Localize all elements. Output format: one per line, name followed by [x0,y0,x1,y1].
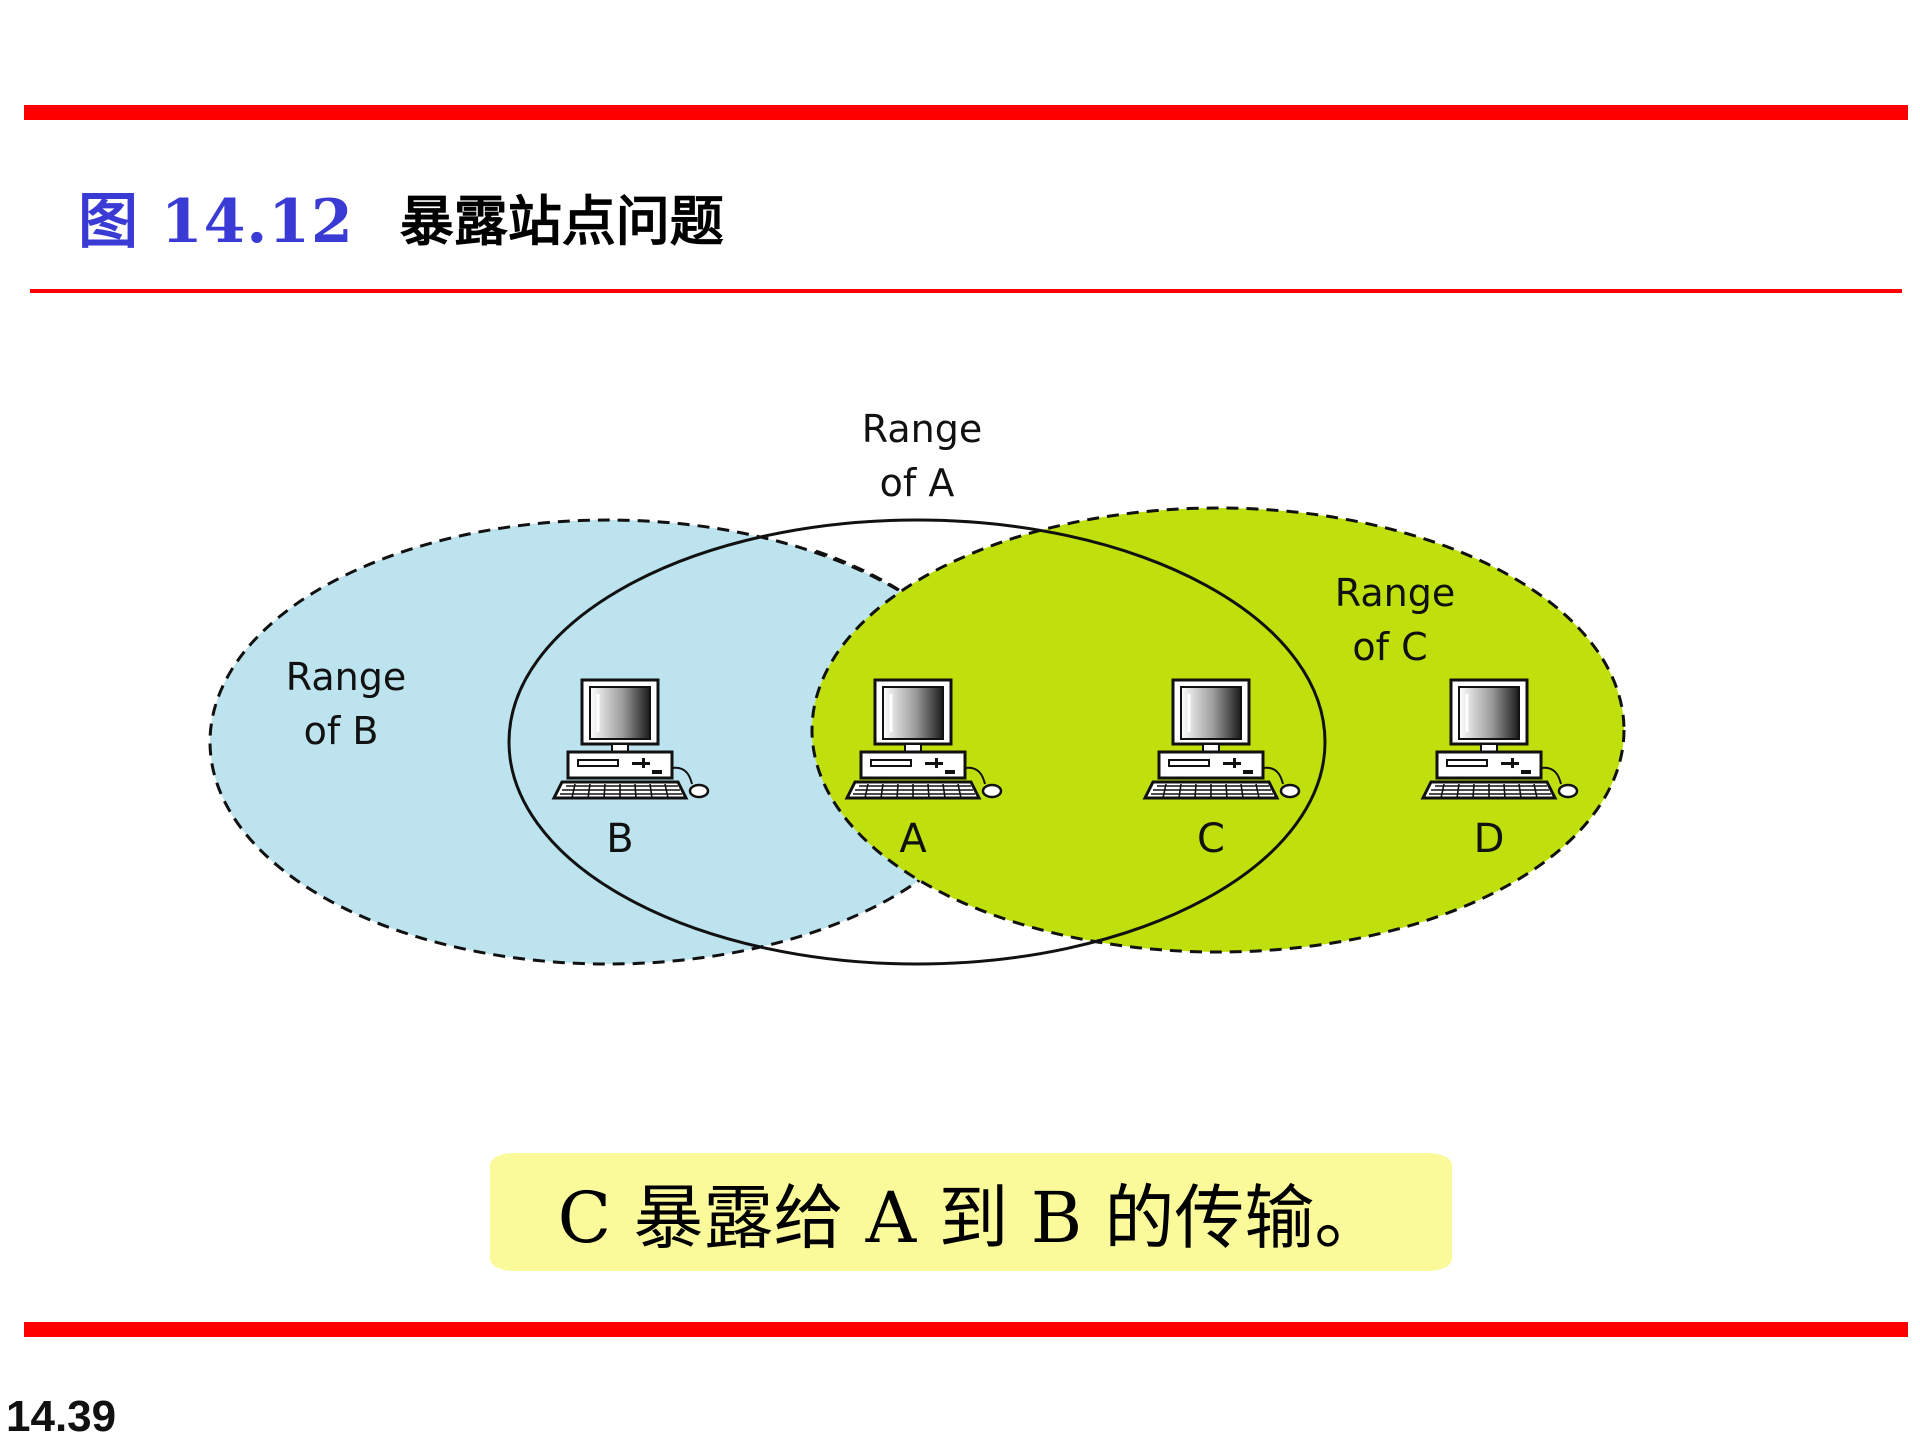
range-a-label-line2: of A [880,461,955,505]
figure-number: 图 14.12 [78,186,354,257]
bottom-red-rule [24,1322,1908,1337]
station-b-label: B [606,816,633,862]
station-a-label: A [899,816,927,862]
range-c-label-line1: Range [1335,571,1455,615]
range-b-boundary-overlap [815,549,900,592]
range-b-label-line1: Range [286,655,406,699]
caption-callout: C 暴露给 A 到 B 的传输。 [490,1153,1452,1271]
range-b-label-line2: of B [304,709,379,753]
range-a-label-line1: Range [862,407,982,451]
page-number: 14.39 [6,1392,117,1441]
caption-text: C 暴露给 A 到 B 的传输。 [557,1176,1385,1259]
title-underline-rule [30,289,1902,293]
figure-title-row: 图 14.12 暴露站点问题 [78,176,724,257]
range-a-boundary [507,518,1327,966]
station-d-label: D [1474,816,1505,862]
figure-title: 暴露站点问题 [399,189,724,253]
station-c-label: C [1197,816,1225,862]
range-c-boundary [810,506,1626,954]
top-red-rule [24,105,1908,120]
range-c-label-line2: of C [1352,625,1427,669]
